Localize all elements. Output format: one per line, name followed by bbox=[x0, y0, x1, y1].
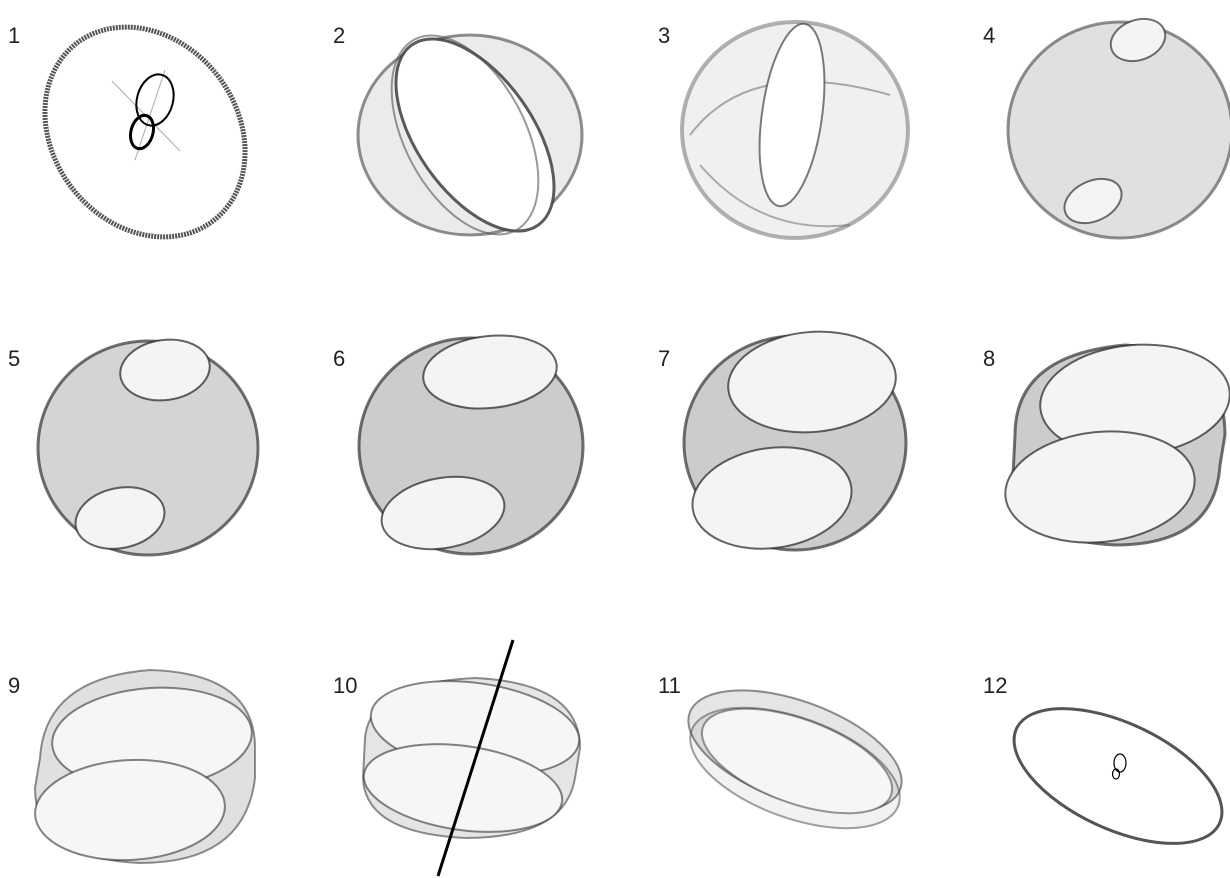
shell-figure-5 bbox=[0, 335, 300, 575]
panel-2: 2 bbox=[325, 15, 625, 255]
band-figure-11 bbox=[650, 638, 950, 878]
panel-6: 6 bbox=[325, 335, 625, 575]
band-figure-10 bbox=[325, 638, 625, 878]
panel-11: 11 bbox=[650, 638, 950, 878]
shell-figure-8 bbox=[975, 335, 1230, 575]
panel-10: 10 bbox=[325, 638, 625, 878]
ellipse-figure-1 bbox=[0, 15, 300, 255]
band-figure-9 bbox=[0, 638, 300, 878]
panel-9: 9 bbox=[0, 638, 300, 878]
panel-1: 1 bbox=[0, 15, 300, 255]
shell-figure-3 bbox=[650, 15, 950, 255]
panel-8: 8 bbox=[975, 335, 1230, 575]
shell-figure-4 bbox=[975, 15, 1230, 255]
ellipse-figure-12 bbox=[975, 638, 1230, 878]
panel-3: 3 bbox=[650, 15, 950, 255]
shell-figure-2 bbox=[325, 15, 625, 255]
panel-4: 4 bbox=[975, 15, 1230, 255]
panel-5: 5 bbox=[0, 335, 300, 575]
shell-figure-7 bbox=[650, 335, 950, 575]
shell-figure-6 bbox=[325, 335, 625, 575]
panel-12: 12 bbox=[975, 638, 1230, 878]
panel-7: 7 bbox=[650, 335, 950, 575]
